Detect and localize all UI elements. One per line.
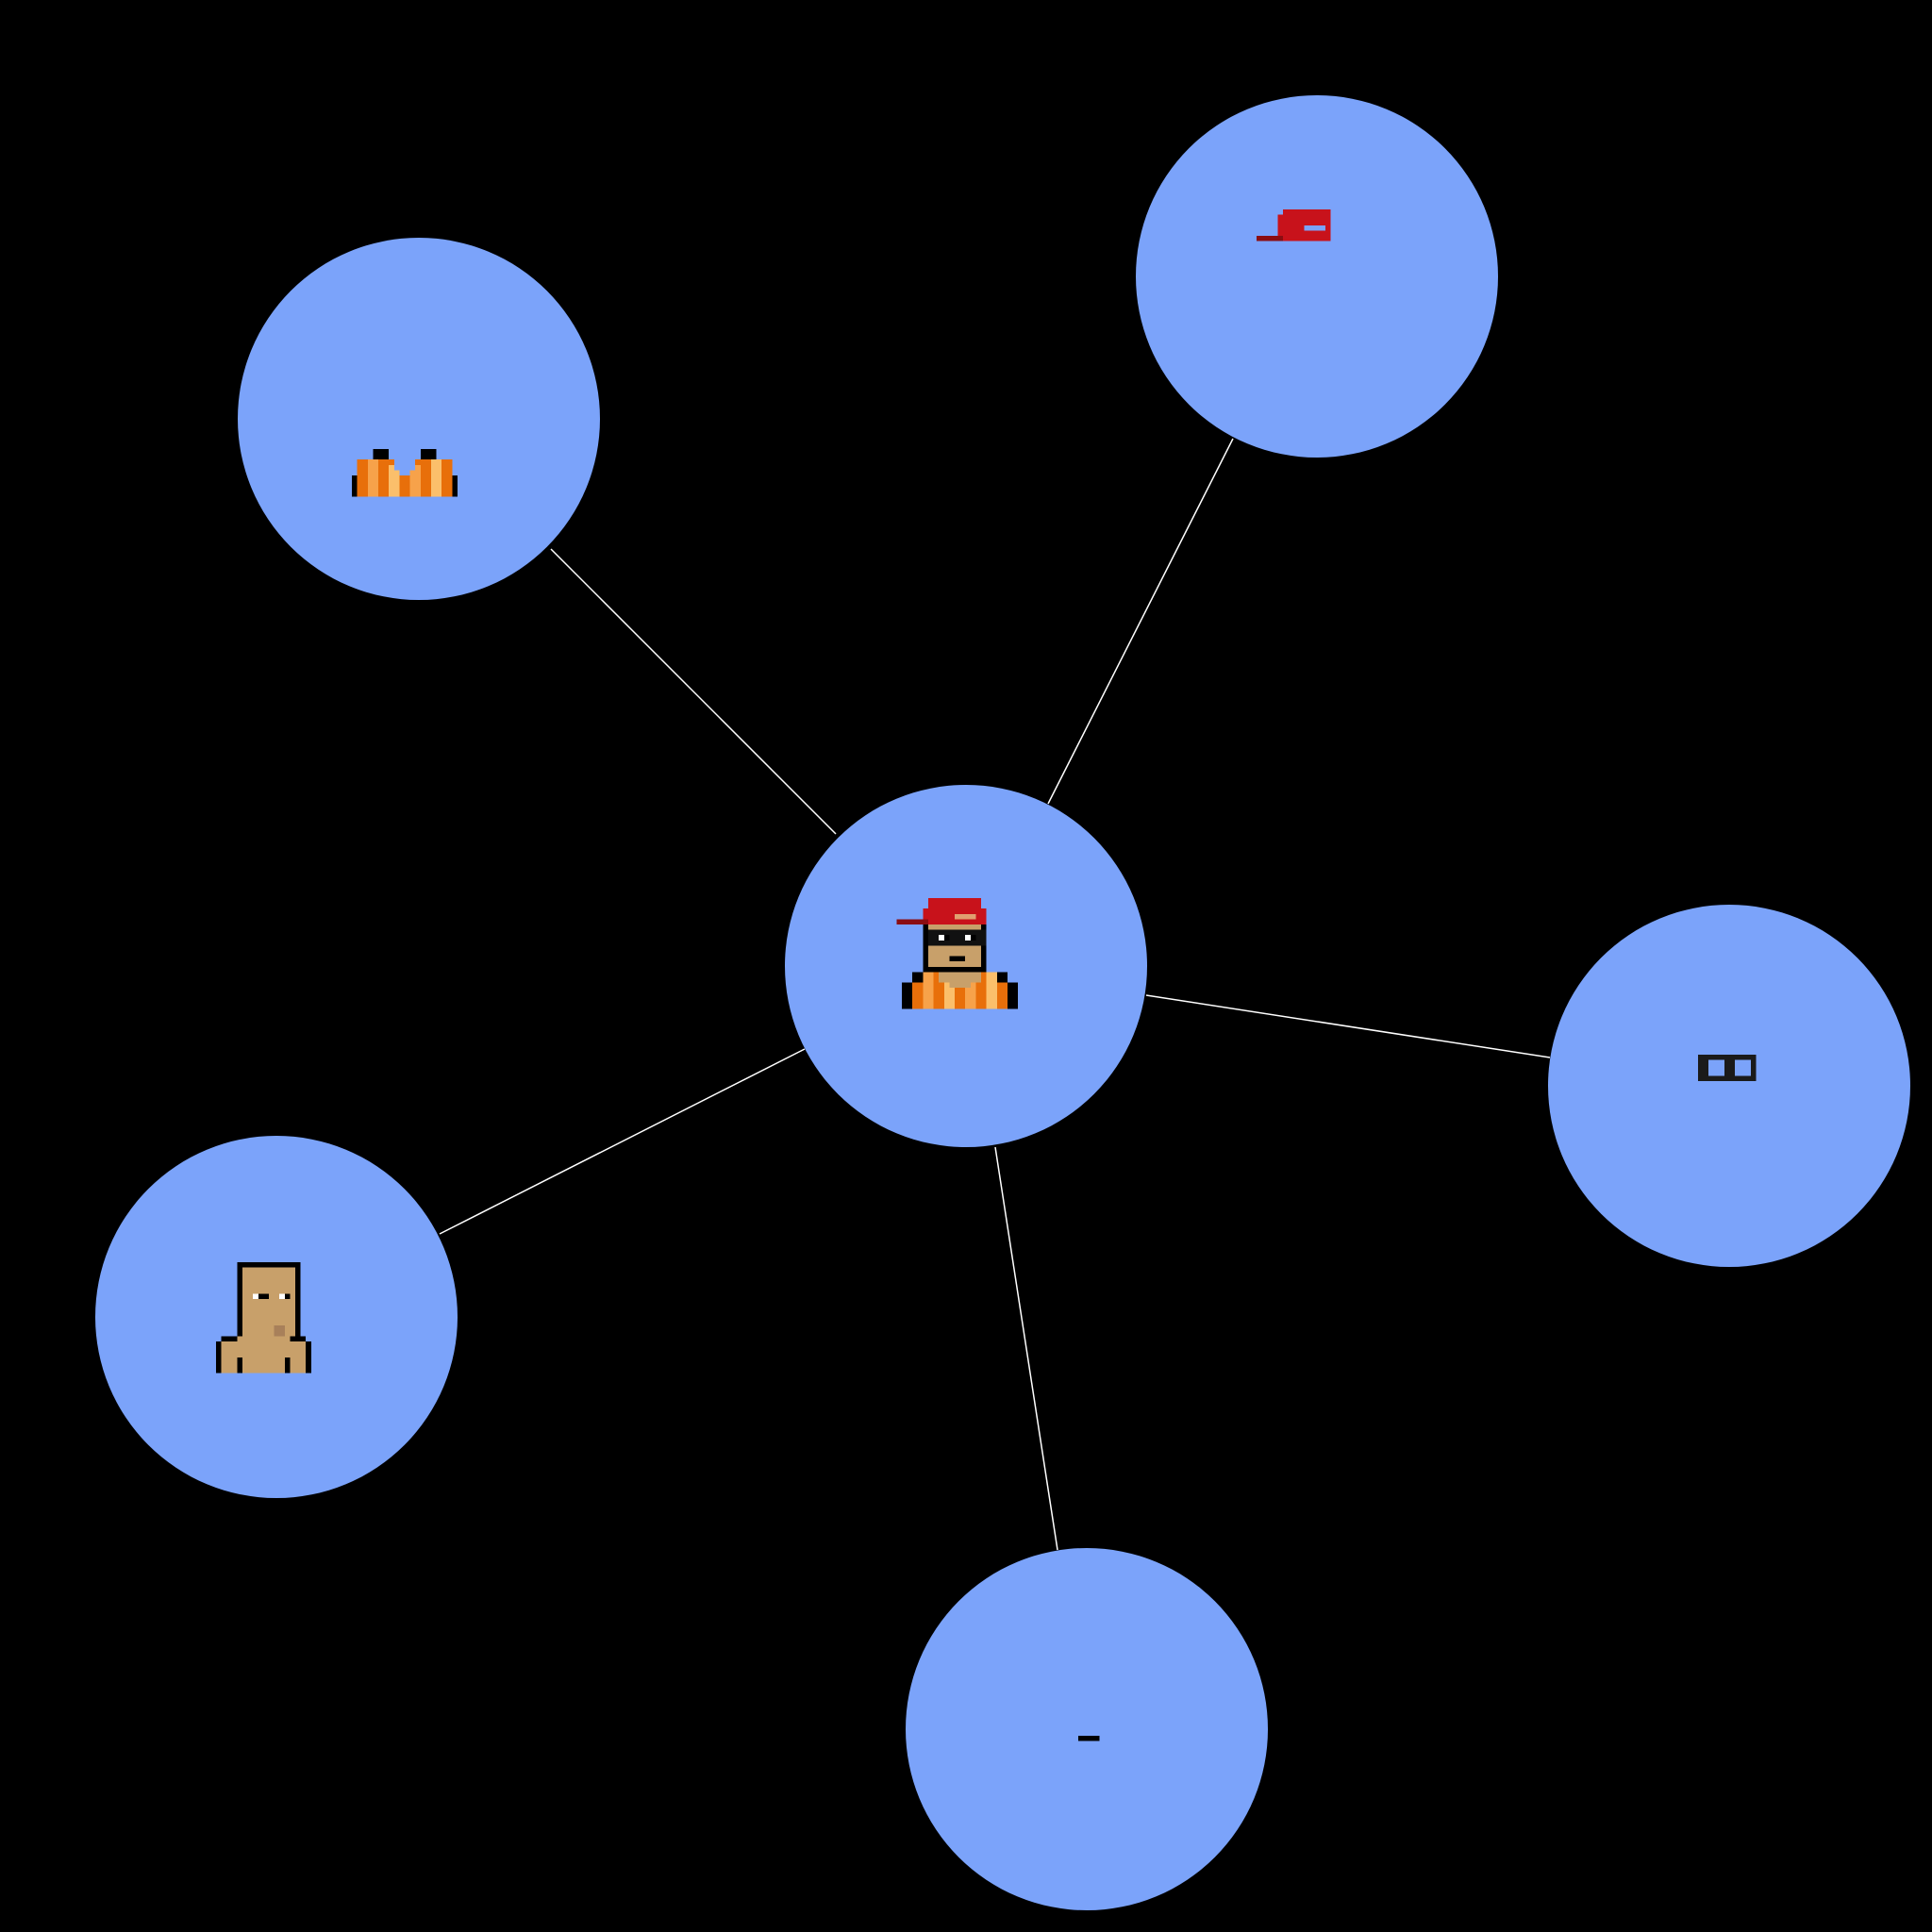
eye-mask-node[interactable] xyxy=(1548,905,1910,1267)
edge-to-base-body xyxy=(439,1048,806,1235)
edge-to-red-cap xyxy=(1047,438,1234,805)
mouth-node[interactable] xyxy=(906,1548,1268,1910)
red-cap-icon xyxy=(1257,209,1331,242)
edge-to-orange-jacket xyxy=(550,548,837,835)
edges xyxy=(439,438,1551,1551)
base-body-icon xyxy=(216,1262,311,1374)
orange-jacket-icon xyxy=(352,449,458,497)
eye-mask-icon xyxy=(1698,1055,1757,1081)
edge-to-eye-mask xyxy=(1145,994,1551,1058)
red-cap-node[interactable] xyxy=(1136,95,1498,458)
orange-jacket-node[interactable] xyxy=(238,238,600,600)
edge-to-mouth xyxy=(994,1146,1058,1551)
composite-punk-icon xyxy=(896,898,1019,1009)
mouth-dash-icon xyxy=(1078,1736,1100,1741)
